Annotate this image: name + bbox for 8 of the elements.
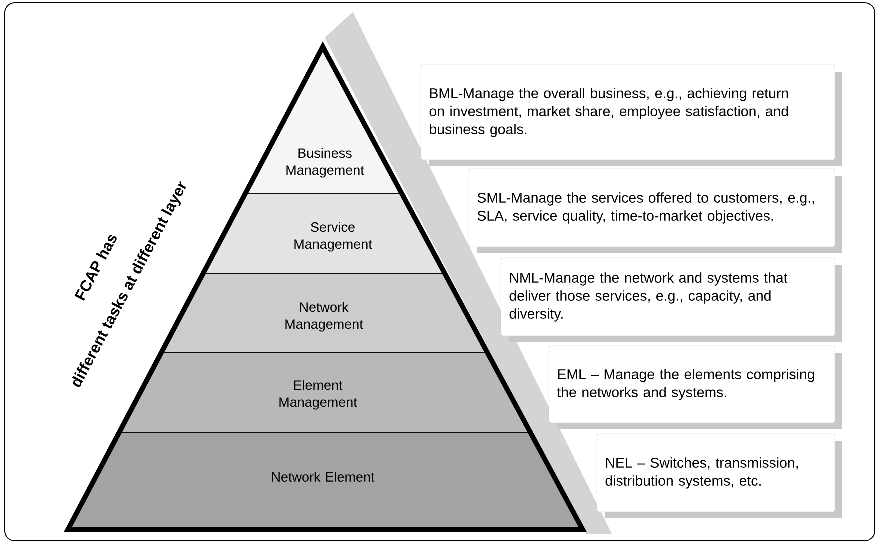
pyramid-layer: Service Management <box>202 194 446 274</box>
description-box: EML – Manage the elements comprising the networks and systems. <box>549 346 842 429</box>
pyramid-layer: Element Management <box>118 352 532 434</box>
description-box: BML-Manage the overall business, e.g., achieving return on investment, market share, employee satisfaction, and business goals. <box>421 65 842 166</box>
description-box: SML-Manage the services offered to customers, e.g., SLA, service quality, time-to-market objectives. <box>469 169 842 253</box>
description-box: NEL – Switches, transmission, distribution systems, etc. <box>597 434 842 518</box>
side-note: FCAP has <box>74 235 117 301</box>
description-box: NML-Manage the network and systems that deliver those services, e.g., capacity, and diversity. <box>501 258 842 342</box>
